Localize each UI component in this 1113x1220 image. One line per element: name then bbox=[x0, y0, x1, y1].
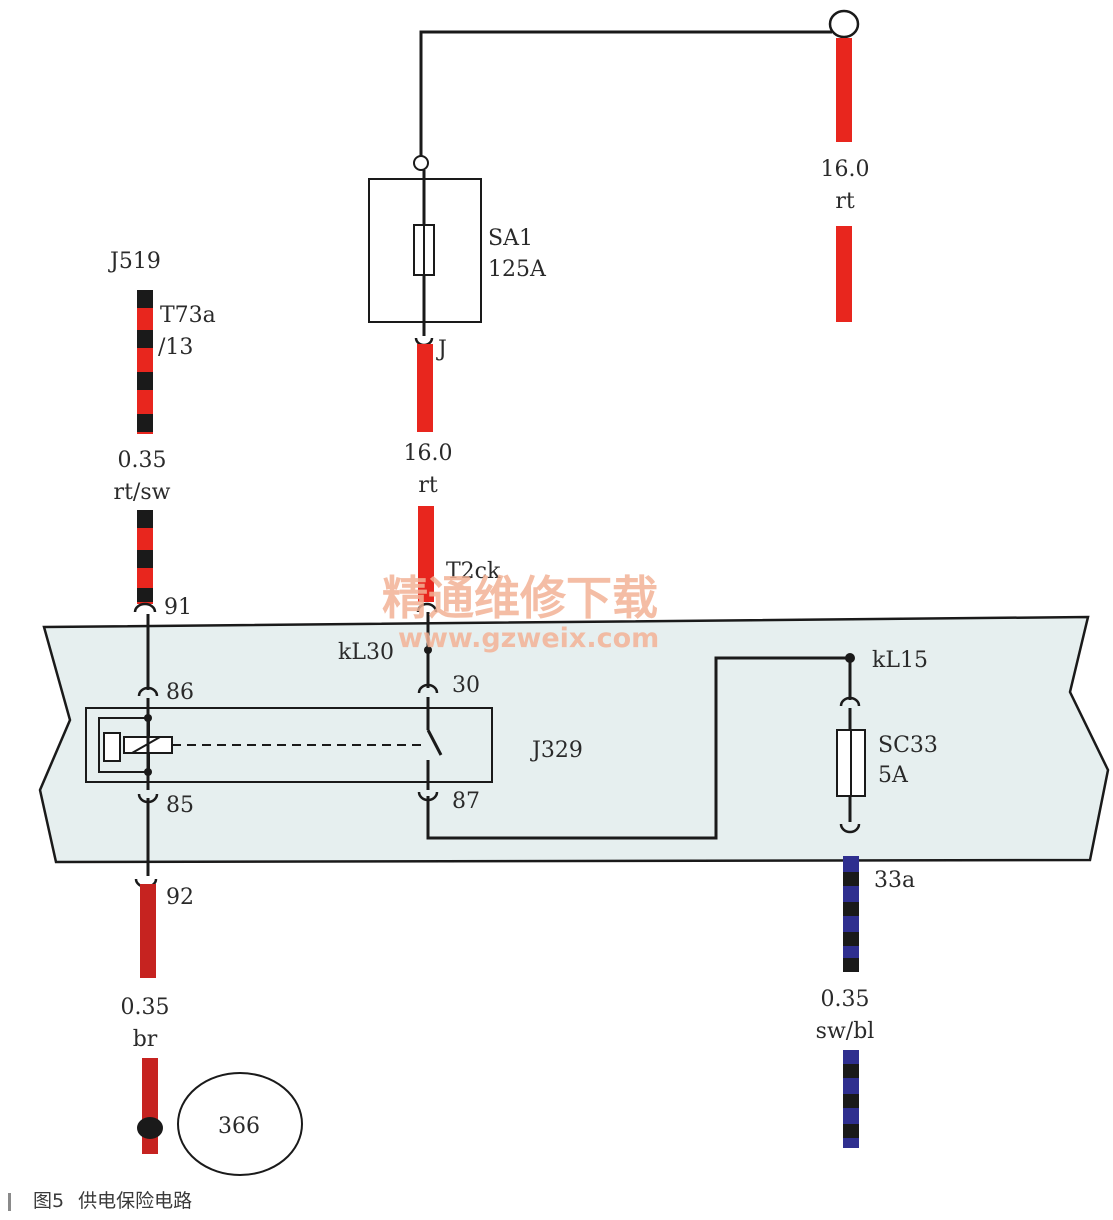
wire-87-to-kl15 bbox=[426, 656, 850, 840]
ground-reference-label: 366 bbox=[218, 1114, 260, 1139]
figure-title: 供电保险电路 bbox=[78, 1190, 193, 1212]
pin-30-symbol bbox=[417, 683, 439, 694]
fuse-sc33-bottom-connector bbox=[839, 823, 861, 834]
ground-reference-circle bbox=[177, 1072, 303, 1176]
relay-j329-box bbox=[85, 707, 493, 783]
wire-red-black-left-upper bbox=[137, 290, 153, 434]
wire-stripe bbox=[843, 1094, 859, 1108]
battery-terminal bbox=[828, 9, 860, 39]
wire-brown-left-lower bbox=[142, 1058, 158, 1154]
connector-t2ck-label: T2ck bbox=[446, 559, 501, 584]
control-unit-panel bbox=[38, 615, 1110, 864]
wire-stripe bbox=[137, 510, 153, 528]
wire-color-left-top: rt/sw bbox=[114, 480, 171, 505]
connector-t73a-label: T73a bbox=[160, 303, 216, 328]
caption-marker bbox=[8, 1192, 11, 1211]
ground-point bbox=[137, 1117, 163, 1139]
wire-stripe bbox=[843, 958, 859, 972]
connector-j-label: J bbox=[436, 337, 447, 362]
connector-t2ck-symbol bbox=[416, 602, 438, 613]
watermark-chinese: 精通维修下载 bbox=[382, 571, 658, 625]
wire-red-right-lower bbox=[836, 226, 852, 322]
fuse-sa1-label: SA1 bbox=[488, 226, 533, 251]
fuse-sc33-label: SC33 bbox=[878, 733, 938, 758]
figure-number: 图5 bbox=[33, 1190, 65, 1212]
pin-87-label: 87 bbox=[452, 789, 480, 814]
wire-red-middle-upper bbox=[417, 344, 433, 432]
pin-86-symbol bbox=[137, 686, 159, 697]
wire-red-middle-lower bbox=[418, 506, 434, 602]
terminal-kl15-label: kL15 bbox=[872, 648, 928, 673]
wire-stripe bbox=[137, 414, 153, 432]
wire-size-right-bottom: 0.35 bbox=[821, 987, 870, 1012]
fuse-top-connector bbox=[413, 155, 429, 171]
relay-switch-contact bbox=[426, 729, 443, 756]
wire-stripe bbox=[843, 1124, 859, 1138]
wire-color-left-bottom: br bbox=[133, 1027, 158, 1052]
wire-stripe bbox=[843, 1064, 859, 1078]
wire-size-left-bottom: 0.35 bbox=[121, 995, 170, 1020]
junction-kl30 bbox=[424, 646, 432, 654]
fuse-sc33-rating: 5A bbox=[878, 763, 909, 788]
wire-stripe bbox=[843, 932, 859, 946]
pin-86-label: 86 bbox=[166, 680, 194, 705]
relay-coil-diagonal bbox=[131, 736, 161, 754]
pin-30-label: 30 bbox=[452, 673, 480, 698]
wire-stripe bbox=[137, 290, 153, 308]
wire-size-right-top: 16.0 bbox=[821, 157, 870, 182]
wire-stripe bbox=[137, 550, 153, 568]
wire-stripe bbox=[843, 902, 859, 916]
wire-color-middle: rt bbox=[418, 473, 438, 498]
wire-color-right-bottom: sw/bl bbox=[816, 1019, 875, 1044]
fuse-power-circuit-diagram: 16.0 rt SA1 125A J 16.0 rt T2ck kL30 30 … bbox=[38, 9, 1110, 1176]
wire-stripe bbox=[137, 588, 153, 602]
connector-t73a-pin: /13 bbox=[158, 335, 193, 360]
relay-coil-element bbox=[103, 732, 121, 762]
watermark-url: www.gzweix.com bbox=[398, 623, 659, 654]
wire-stripe bbox=[137, 330, 153, 348]
pin-33a-label: 33a bbox=[874, 868, 915, 893]
fuse-sc33-top-connector bbox=[839, 696, 861, 707]
battery-feed-wire bbox=[419, 30, 832, 160]
wire-brown-left-upper bbox=[140, 884, 156, 978]
wire-color-right-top: rt bbox=[835, 189, 855, 214]
pin-92-label: 92 bbox=[166, 885, 194, 910]
figure-caption: 图5 供电保险电路 bbox=[8, 1186, 206, 1213]
pin-85-label: 85 bbox=[166, 793, 194, 818]
pin-91-label: 91 bbox=[164, 595, 192, 620]
relay-coil-junction-bottom bbox=[144, 768, 152, 776]
connector-j-symbol bbox=[414, 337, 434, 347]
wire-size-middle: 16.0 bbox=[404, 441, 453, 466]
module-j519-label: J519 bbox=[108, 249, 161, 274]
wire-red-right-upper bbox=[836, 38, 852, 142]
pin-91-symbol bbox=[133, 602, 157, 613]
terminal-kl30-label: kL30 bbox=[338, 640, 394, 665]
wire-size-left-top: 0.35 bbox=[118, 448, 167, 473]
relay-j329-label: J329 bbox=[530, 738, 583, 763]
wire-stripe bbox=[843, 872, 859, 886]
fuse-sa1-rating: 125A bbox=[488, 257, 547, 282]
wire-stripe bbox=[137, 372, 153, 390]
relay-coil-junction-top bbox=[144, 714, 152, 722]
